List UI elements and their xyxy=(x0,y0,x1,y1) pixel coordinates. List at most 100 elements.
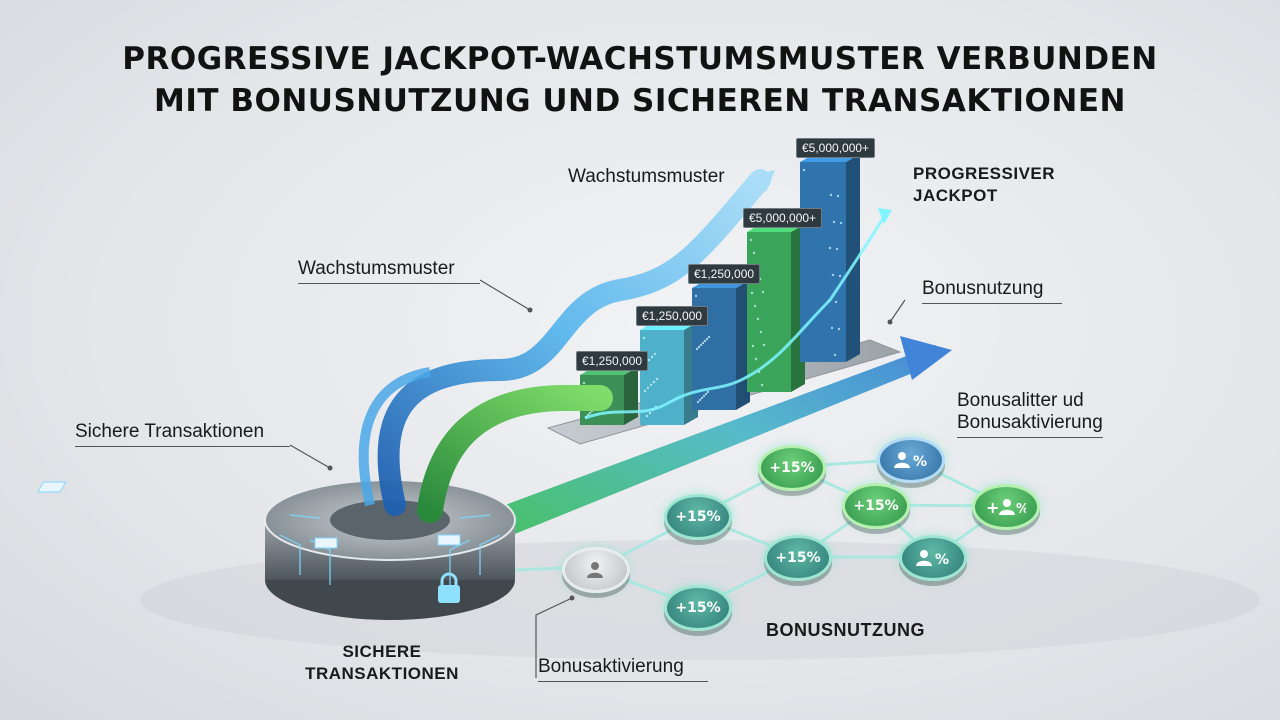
bar-sparkle xyxy=(802,168,806,172)
label-jackpot-line-2: JACKPOT xyxy=(913,186,998,205)
callout-lines xyxy=(289,279,906,678)
bonus-node-n2: % xyxy=(877,437,945,483)
bar-sparkle xyxy=(829,193,833,197)
bar-sparkle xyxy=(655,377,659,381)
bar-sparkle xyxy=(697,345,701,349)
bar-sparkle xyxy=(832,220,836,224)
bonus-node-n6 xyxy=(562,547,630,593)
callout-dots xyxy=(327,307,893,601)
bar-sparkle xyxy=(838,274,842,278)
svg-text:%: % xyxy=(935,552,949,568)
bar-sparkle xyxy=(699,343,703,347)
blue-flow-arc xyxy=(377,169,771,516)
bar-sparkle xyxy=(752,251,756,255)
bar-sparkle xyxy=(705,337,709,341)
label-bonus-usage-right: Bonusnutzung xyxy=(922,278,1062,304)
bonus-node-n1: +15% xyxy=(758,445,826,491)
bar-sparkle xyxy=(833,353,837,357)
bar-sparkle xyxy=(653,352,657,356)
lock-icon xyxy=(438,572,460,603)
jackpot-bar-side-1 xyxy=(624,367,638,425)
bar-sparkle xyxy=(703,339,707,343)
growth-line xyxy=(584,214,887,420)
bonus-node-n9: +15% xyxy=(664,585,732,631)
bar-sparkle xyxy=(701,341,705,345)
bar-sparkle xyxy=(839,221,843,225)
label-secure-bold-line-1: SICHERE xyxy=(342,642,422,661)
label-jackpot: PROGRESSIVER JACKPOT xyxy=(913,163,1055,207)
bonus-node-n3: +15% xyxy=(664,494,732,540)
bar-sparkle xyxy=(751,344,755,348)
bar-sparkle xyxy=(647,358,651,362)
user-plus-icon: +% xyxy=(986,497,1026,517)
user-percent-icon: % xyxy=(914,548,952,568)
label-bonus-activation-right-line-2: Bonusaktivierung xyxy=(957,412,1103,433)
title-line-2: MIT BONUSNUTZUNG UND SICHEREN TRANSAKTIO… xyxy=(154,83,1126,119)
label-bonus-activation-right: Bonusalitter ud Bonusaktivierung xyxy=(957,390,1103,438)
bar-sparkle xyxy=(761,290,765,294)
label-secure-left: Sichere Transaktionen xyxy=(75,421,290,447)
page-title: PROGRESSIVE JACKPOT-WACHSTUMSMUSTER VERB… xyxy=(0,38,1280,122)
price-tag-3: €1,250,000 xyxy=(688,264,761,284)
label-bonus-activation-bottom: Bonusaktivierung xyxy=(538,656,708,682)
label-growth-left: Wachstumsmuster xyxy=(298,258,480,284)
price-tag-4: €5,000,000+ xyxy=(743,208,823,228)
bar-sparkle xyxy=(762,343,766,347)
arrow-right-icon xyxy=(500,336,952,540)
bar-sparkle xyxy=(706,390,710,394)
bar-sparkle xyxy=(831,273,835,277)
bar-sparkle xyxy=(756,317,760,321)
bar-sparkle xyxy=(694,294,698,298)
user-percent-icon: % xyxy=(892,450,930,470)
jackpot-bar-front-5 xyxy=(800,162,846,362)
green-flow-arc xyxy=(417,385,613,523)
price-tag-2: €1,250,000 xyxy=(636,306,709,326)
bar-sparkle xyxy=(652,380,656,384)
bar-sparkle xyxy=(649,383,653,387)
jackpot-bar-4 xyxy=(747,224,805,392)
bar-sparkle xyxy=(704,392,708,396)
bar-sparkle xyxy=(836,194,840,198)
jackpot-bar-front-4 xyxy=(747,232,791,392)
bar-sparkle xyxy=(695,347,699,351)
blue-arc-arrowhead xyxy=(752,170,775,192)
bar-sparkle xyxy=(700,396,704,400)
bar-sparkle xyxy=(582,381,586,385)
price-tag-1: €1,250,000 xyxy=(576,351,649,371)
bonus-node-n8: % xyxy=(899,535,967,581)
jackpot-bar-side-5 xyxy=(846,154,860,362)
label-growth-top: Wachstumsmuster xyxy=(568,166,725,187)
bar-sparkle xyxy=(707,335,711,339)
blue-flow-arc-inner xyxy=(358,367,431,507)
label-secure-bold: SICHERE TRANSAKTIONEN xyxy=(297,641,467,685)
bar-sparkle xyxy=(698,398,702,402)
svg-text:+: + xyxy=(986,498,999,517)
bar-sparkle xyxy=(645,414,649,418)
title-line-1: PROGRESSIVE JACKPOT-WACHSTUMSMUSTER VERB… xyxy=(122,41,1158,77)
bar-sparkle xyxy=(702,394,706,398)
bar-sparkle xyxy=(750,291,754,295)
bonus-node-n5: +% xyxy=(972,484,1040,530)
price-tag-5: €5,000,000+ xyxy=(796,138,876,158)
bar-sparkle xyxy=(754,357,758,361)
bar-sparkle xyxy=(835,247,839,251)
label-bonus-usage-bold: BONUSNUTZUNG xyxy=(766,620,925,640)
bar-sparkle xyxy=(753,304,757,308)
growth-line-arrowhead xyxy=(878,208,892,224)
label-bonus-activation-right-line-1: Bonusalitter ud xyxy=(957,390,1084,411)
user-icon xyxy=(585,560,607,580)
bar-sparkle xyxy=(646,386,650,390)
bonus-node-n4: +15% xyxy=(842,483,910,529)
bar-sparkle xyxy=(837,327,841,331)
bar-sparkle xyxy=(588,411,592,415)
label-secure-bold-line-2: TRANSAKTIONEN xyxy=(305,664,459,683)
bonus-node-n7: +15% xyxy=(764,535,832,581)
bar-sparkle xyxy=(643,389,647,393)
bar-sparkle xyxy=(650,355,654,359)
bar-sparkle xyxy=(834,300,838,304)
bar-sparkle xyxy=(760,383,764,387)
label-jackpot-line-1: PROGRESSIVER xyxy=(913,164,1056,183)
network-link-disc xyxy=(514,566,563,572)
bar-sparkle xyxy=(828,246,832,250)
bar-sparkle xyxy=(648,411,652,415)
